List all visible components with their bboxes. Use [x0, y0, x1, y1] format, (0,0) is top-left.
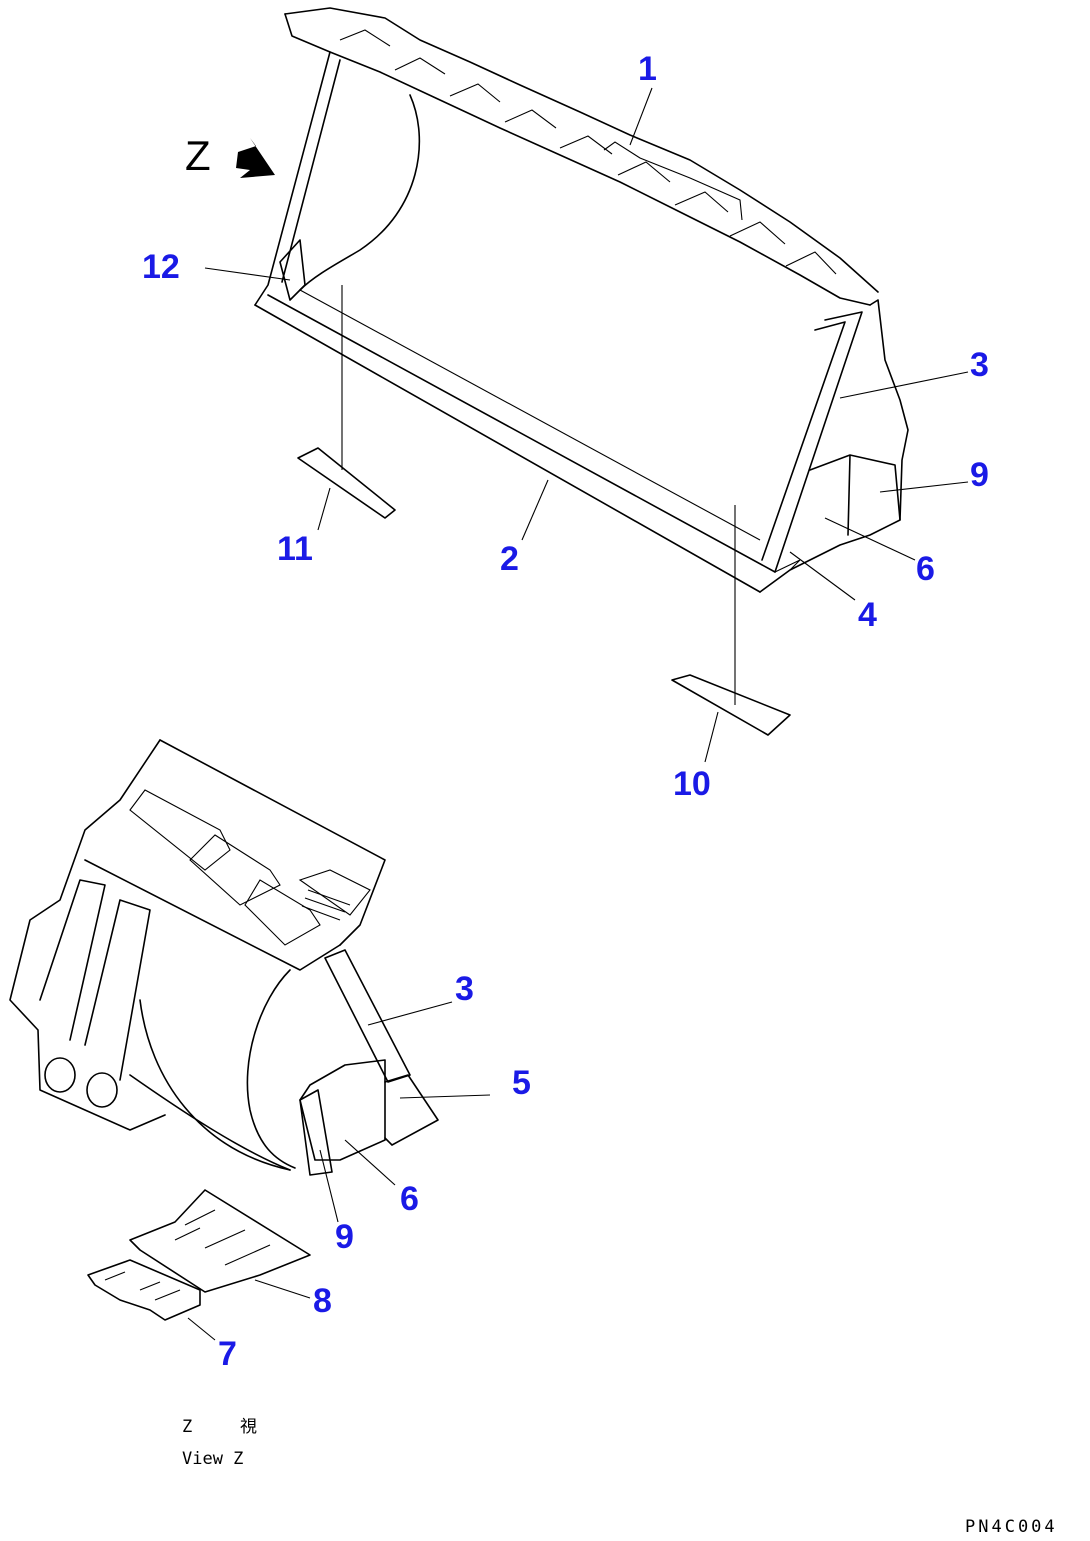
- label-6-bottom: 6: [400, 1180, 419, 1218]
- tooth-10-shape: [671, 674, 791, 736]
- label-9-top: 9: [970, 456, 989, 494]
- label-1: 1: [638, 50, 657, 88]
- label-9-bottom: 9: [335, 1218, 354, 1256]
- label-10: 10: [673, 765, 711, 803]
- label-4: 4: [858, 596, 877, 634]
- leader-lines-top: [204, 87, 969, 763]
- view-arrow-icon: [236, 138, 275, 178]
- drawing-code: PN4C004: [965, 1517, 1058, 1537]
- bucket-front-view: [254, 7, 909, 705]
- label-11: 11: [277, 530, 313, 568]
- leader-lines-bottom: [187, 1001, 491, 1341]
- caption-view-z: View Z: [182, 1449, 243, 1469]
- view-z-marker: Z: [185, 132, 211, 179]
- caption-z: Z: [182, 1417, 192, 1437]
- label-3-bottom: 3: [455, 970, 474, 1008]
- label-7: 7: [218, 1335, 237, 1373]
- tooth-11-shape: [297, 447, 396, 519]
- label-8: 8: [313, 1282, 332, 1320]
- label-6-top: 6: [916, 550, 935, 588]
- label-3-top: 3: [970, 346, 989, 384]
- label-2: 2: [500, 540, 519, 578]
- bolt-plates: [87, 1189, 311, 1321]
- bucket-view-z: [9, 739, 439, 1176]
- caption-view-jp: 視: [240, 1417, 257, 1437]
- label-12: 12: [142, 248, 180, 286]
- label-5: 5: [512, 1064, 531, 1102]
